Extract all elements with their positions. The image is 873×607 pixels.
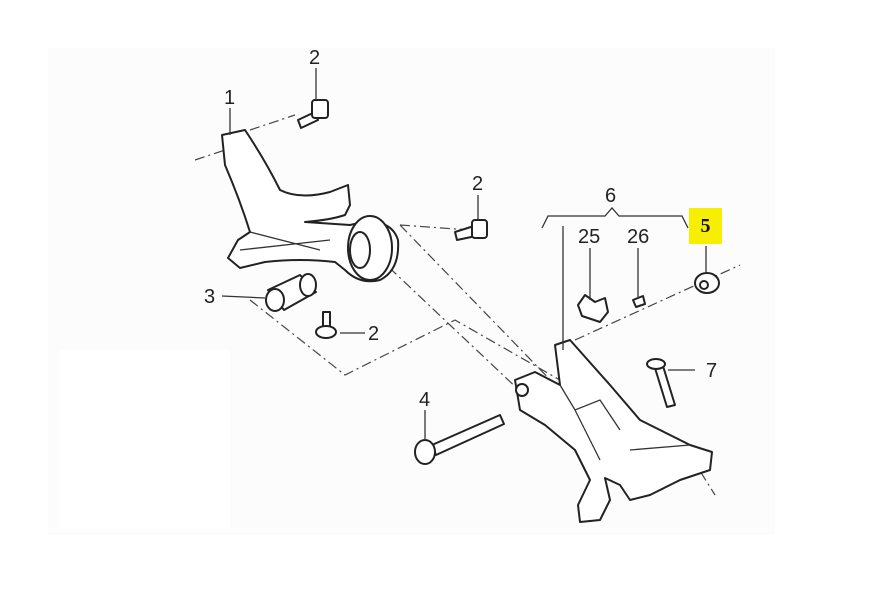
label-part-25: 25 — [578, 226, 600, 248]
part-2-bolt — [315, 311, 337, 339]
label-part-2: 2 — [472, 173, 483, 195]
blank-area — [60, 350, 230, 528]
part-2-bolt — [454, 219, 488, 241]
part-26-screw — [632, 295, 646, 308]
label-part-1: 1 — [224, 87, 235, 109]
label-part-7: 7 — [706, 360, 717, 382]
highlighted-label-part-5[interactable]: 5 — [689, 208, 722, 244]
leader-lines — [221, 68, 707, 440]
assembly-line — [399, 224, 561, 391]
part-3-bushing — [265, 273, 317, 312]
part-6-lower-bracket — [514, 339, 713, 523]
assembly-line — [249, 114, 296, 131]
part-5-washer — [694, 272, 720, 294]
assembly-line — [249, 299, 561, 381]
label-part-2: 2 — [368, 323, 379, 345]
label-part-4: 4 — [419, 389, 430, 411]
label-part-2: 2 — [309, 47, 320, 69]
part-7-bolt — [646, 358, 676, 408]
label-part-26: 26 — [627, 226, 649, 248]
assembly-line — [194, 149, 226, 161]
part-2-bolt — [297, 99, 329, 129]
part-25-clip — [577, 294, 609, 323]
part-4-bolt — [414, 414, 505, 465]
label-part-3: 3 — [204, 286, 215, 308]
assembly-line — [399, 224, 471, 231]
label-part-6: 6 — [605, 185, 616, 207]
part-1-upper-mount — [221, 129, 400, 283]
